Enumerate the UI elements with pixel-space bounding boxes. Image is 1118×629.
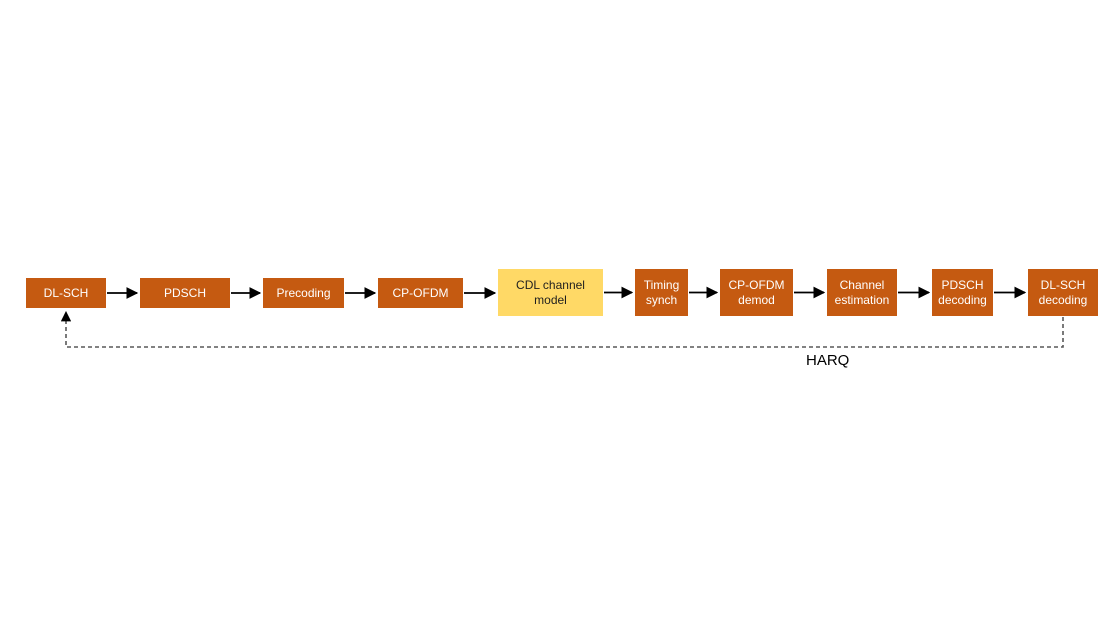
block-label: CP-OFDM (392, 285, 449, 300)
block-cp-ofdm: CP-OFDM (378, 278, 463, 308)
block-label: CP-OFDM demod (728, 277, 785, 307)
block-cdl-channel-model: CDL channel model (498, 269, 603, 316)
block-label: PDSCH decoding (938, 277, 987, 307)
block-channel-estimation: Channel estimation (827, 269, 897, 316)
block-pdsch: PDSCH (140, 278, 230, 308)
block-label: CDL channel model (516, 277, 585, 307)
block-label: DL-SCH decoding (1038, 277, 1088, 307)
block-label: PDSCH (163, 285, 206, 300)
harq-feedback-arrow (60, 310, 1064, 348)
block-label: Timing synch (643, 277, 680, 307)
block-precoding: Precoding (263, 278, 344, 308)
block-label: Channel estimation (834, 277, 890, 307)
block-cp-ofdm-demod: CP-OFDM demod (720, 269, 793, 316)
harq-feedback-label: HARQ (806, 352, 850, 369)
block-dl-sch-decoding: DL-SCH decoding (1028, 269, 1098, 316)
block-pdsch-decoding: PDSCH decoding (932, 269, 993, 316)
block-label: DL-SCH (43, 285, 89, 300)
block-label: Precoding (276, 285, 331, 300)
block-timing-synch: Timing synch (635, 269, 688, 316)
block-dl-sch: DL-SCH (26, 278, 106, 308)
